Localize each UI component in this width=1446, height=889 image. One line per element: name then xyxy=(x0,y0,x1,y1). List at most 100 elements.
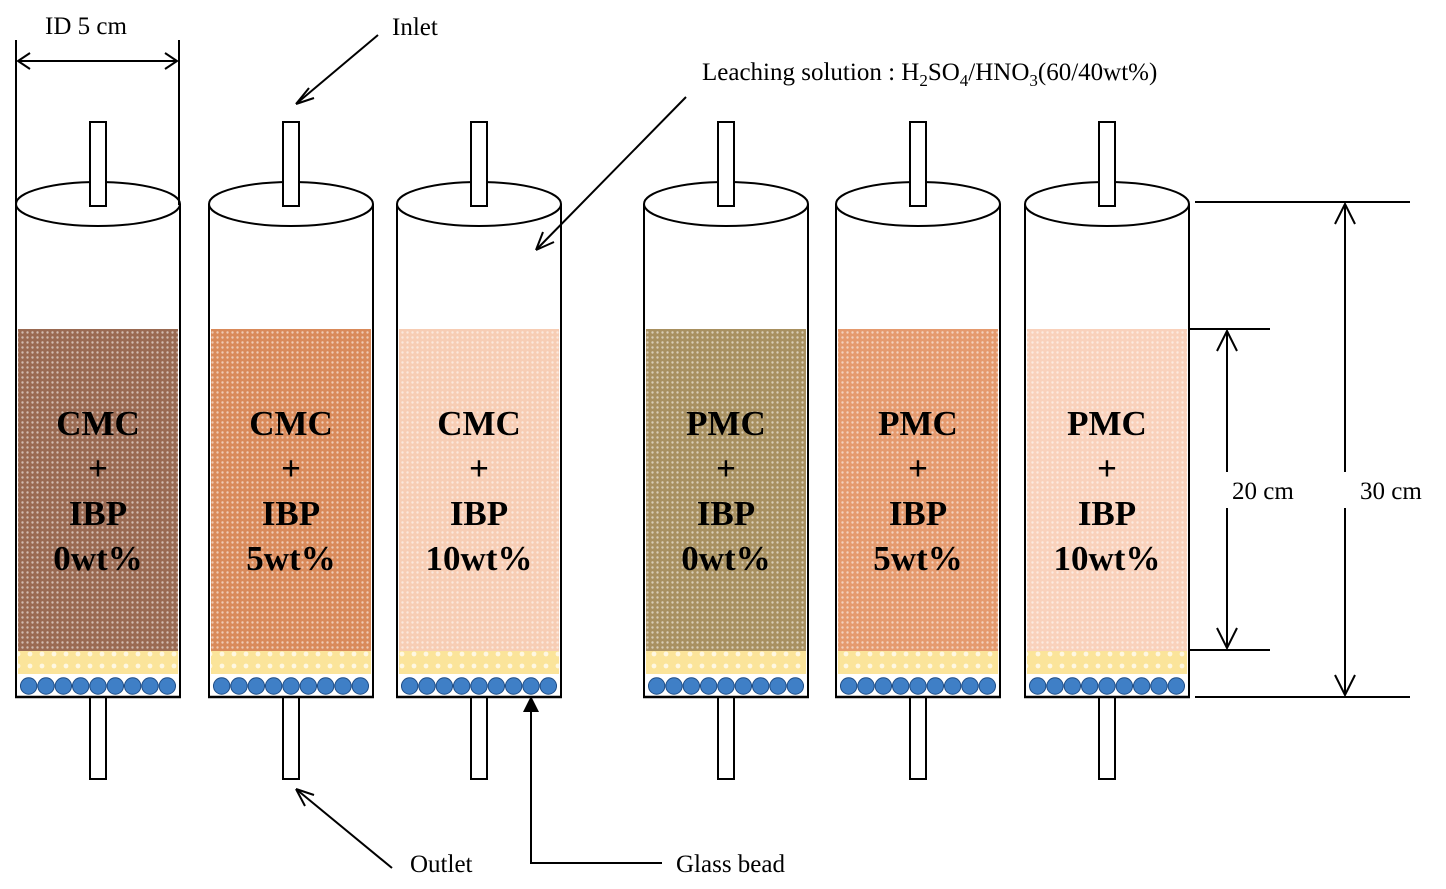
glass-bead xyxy=(158,677,177,695)
glass-bead xyxy=(54,677,73,695)
glass-bead xyxy=(299,677,318,695)
glass-bead xyxy=(351,677,370,695)
glass-bead xyxy=(665,677,683,695)
glass-bead xyxy=(282,677,300,695)
glass-bead xyxy=(1115,677,1134,695)
column-1-line3: IBP xyxy=(69,494,127,533)
height-dimensions: 20 cm 30 cm xyxy=(1190,201,1440,698)
glass-bead xyxy=(418,677,436,695)
glass-bead xyxy=(334,677,352,695)
glass-bead xyxy=(71,677,90,695)
glass-bead xyxy=(1046,677,1064,695)
column-5-line3: IBP xyxy=(889,494,947,533)
column-5-line4: 5wt% xyxy=(873,539,962,578)
glass-bead xyxy=(37,677,55,695)
column-6-line2: + xyxy=(1097,449,1117,488)
column-4-line4: 0wt% xyxy=(681,539,770,578)
column-6-line4: 10wt% xyxy=(1054,539,1161,578)
glass-bead xyxy=(89,677,107,695)
column-6-line3: IBP xyxy=(1078,494,1136,533)
inlet-pipe xyxy=(282,121,300,207)
column-3-line2: + xyxy=(469,449,489,488)
glass-bead xyxy=(1063,677,1082,695)
height-30-label: 30 cm xyxy=(1360,478,1422,505)
glass-bead xyxy=(1132,677,1151,695)
inlet-pipe xyxy=(717,121,735,207)
inlet-label: Inlet xyxy=(392,14,438,41)
glass-bead xyxy=(230,677,248,695)
glass-bead xyxy=(647,677,666,695)
glass-bead xyxy=(452,677,471,695)
glass-bead xyxy=(926,677,945,695)
glass-bead xyxy=(1150,677,1168,695)
column-1-line1: CMC xyxy=(56,404,140,443)
height-20-label: 20 cm xyxy=(1232,478,1294,505)
glass-bead xyxy=(961,677,979,695)
glass-bead xyxy=(734,677,753,695)
inlet-callout: Inlet xyxy=(295,14,438,105)
glass-bead xyxy=(316,677,335,695)
glass-bead xyxy=(522,677,540,695)
glass-bead xyxy=(717,677,735,695)
glass-bead-label: Glass bead xyxy=(676,851,785,878)
column-4-line3: IBP xyxy=(697,494,755,533)
outlet-pipe xyxy=(717,696,735,780)
inlet-pipe xyxy=(1098,121,1116,207)
column-2-line2: + xyxy=(281,449,301,488)
glass-bead xyxy=(435,677,454,695)
column-1-line2: + xyxy=(88,449,108,488)
glass-bead xyxy=(786,677,805,695)
glass-bead xyxy=(106,677,125,695)
outlet-callout: Outlet xyxy=(295,788,473,878)
inlet-pipe xyxy=(89,121,107,207)
glass-bead-arrow xyxy=(530,698,662,864)
glass-bead xyxy=(1167,677,1186,695)
glass-bead xyxy=(1080,677,1099,695)
glass-bead xyxy=(699,677,718,695)
glass-bead xyxy=(857,677,875,695)
outlet-pipe xyxy=(282,696,300,780)
column-1-line4: 0wt% xyxy=(53,539,142,578)
column-5-line1: PMC xyxy=(878,404,958,443)
column-5-line2: + xyxy=(908,449,928,488)
glass-bead xyxy=(539,677,558,695)
column-2-line4: 5wt% xyxy=(246,539,335,578)
glass-bead xyxy=(487,677,506,695)
inlet-pipe xyxy=(909,121,927,207)
leaching-solution-label: Leaching solution : H2SO4/HNO3(60/40wt%) xyxy=(702,59,1157,90)
outlet-pipe xyxy=(909,696,927,780)
outlet-pipe xyxy=(470,696,488,780)
outlet-pipe xyxy=(1098,696,1116,780)
glass-bead xyxy=(504,677,523,695)
glass-bead xyxy=(839,677,858,695)
inlet-arrow xyxy=(295,34,379,105)
column-3-line3: IBP xyxy=(450,494,508,533)
glass-bead xyxy=(470,677,488,695)
glass-bead xyxy=(400,677,419,695)
glass-bead xyxy=(212,677,231,695)
diameter-dimension: ID 5 cm xyxy=(15,13,180,205)
leaching-solution-callout: Leaching solution : H2SO4/HNO3(60/40wt%) xyxy=(535,59,1157,251)
column-1: CMC + IBP 0wt% xyxy=(15,121,181,780)
glass-bead xyxy=(1098,677,1116,695)
column-5: PMC + IBP 5wt% xyxy=(835,121,1001,780)
column-4-line1: PMC xyxy=(686,404,766,443)
glass-bead xyxy=(247,677,266,695)
columns-layer: CMC+IBP0wt%CMC+IBP5wt%CMC+IBP10wt%PMC+IB… xyxy=(15,121,1190,780)
column-6: PMC + IBP 10wt% xyxy=(1024,121,1190,780)
diameter-label: ID 5 cm xyxy=(45,13,127,40)
column-3-line4: 10wt% xyxy=(426,539,533,578)
leaching-arrow xyxy=(535,96,687,251)
glass-bead xyxy=(1028,677,1047,695)
glass-bead xyxy=(769,677,787,695)
glass-bead xyxy=(264,677,283,695)
glass-bead xyxy=(141,677,159,695)
column-6-line1: PMC xyxy=(1067,404,1147,443)
glass-bead xyxy=(123,677,142,695)
glass-bead-callout: Glass bead xyxy=(523,696,785,878)
outlet-label: Outlet xyxy=(410,851,473,878)
